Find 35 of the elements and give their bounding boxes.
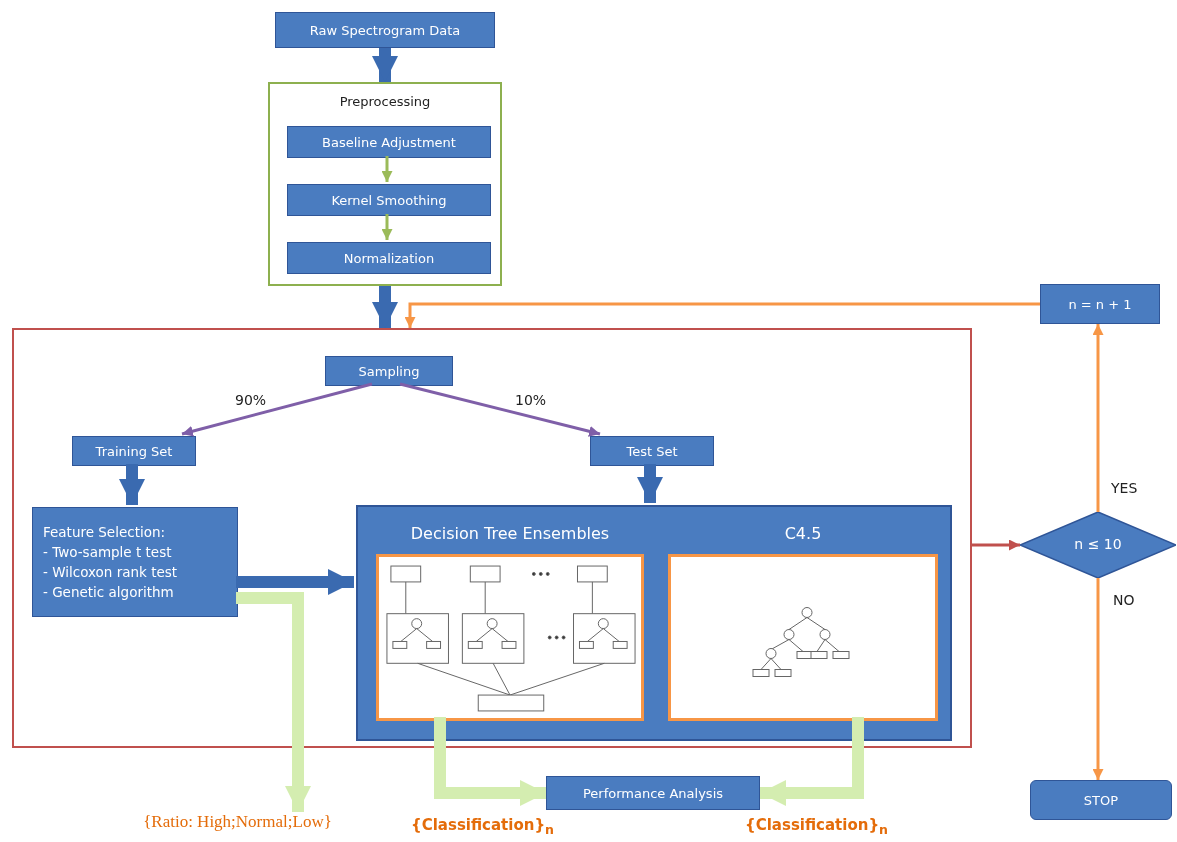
arrow xyxy=(760,717,864,806)
process-box: Sampling xyxy=(325,356,453,386)
decision-diamond: n ≤ 10 xyxy=(1020,512,1176,578)
process-box: Training Set xyxy=(72,436,196,466)
arrow xyxy=(637,464,663,503)
output-text: {Ratio: High;Normal;Low} xyxy=(95,812,380,838)
arrow xyxy=(372,48,398,82)
terminal-box: STOP xyxy=(1030,780,1172,820)
process-box: Feature Selection: - Two-sample t test - Wilcoxon rank test - Genetic algorithm xyxy=(32,507,238,617)
arrow xyxy=(236,569,354,595)
group-title: Preprocessing xyxy=(338,94,432,109)
process-box: Kernel Smoothing xyxy=(287,184,491,216)
arrow xyxy=(381,156,393,182)
process-box: n = n + 1 xyxy=(1040,284,1160,324)
panel-heading: Decision Tree Ensembles xyxy=(409,524,611,543)
arrow xyxy=(381,214,393,240)
arrow xyxy=(1092,578,1104,780)
process-box: Normalization xyxy=(287,242,491,274)
arrow xyxy=(404,302,1040,328)
arrow xyxy=(119,464,145,505)
process-box: Raw Spectrogram Data xyxy=(275,12,495,48)
arrow xyxy=(236,592,311,812)
group-box xyxy=(12,328,972,748)
arrow xyxy=(399,382,601,437)
arrow xyxy=(1092,324,1104,512)
process-box: Baseline Adjustment xyxy=(287,126,491,158)
process-box: Performance Analysis xyxy=(546,776,760,810)
arrow xyxy=(372,286,398,328)
method-panel xyxy=(356,505,952,741)
panel-heading: C4.5 xyxy=(783,524,823,543)
group-box xyxy=(268,82,502,286)
arrow xyxy=(972,539,1020,551)
arrow xyxy=(181,382,373,437)
arrow xyxy=(434,717,546,806)
process-box: Test Set xyxy=(590,436,714,466)
